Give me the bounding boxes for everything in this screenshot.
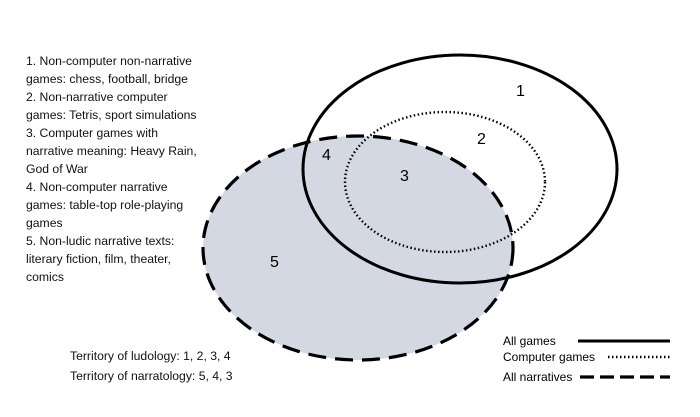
all-games-ellipse	[301, 53, 619, 285]
region-1-label: 1	[516, 83, 525, 100]
region-4-label: 4	[322, 147, 331, 164]
legend-computer-games-label: Computer games	[503, 350, 595, 364]
region-3-label: 3	[400, 168, 409, 185]
all-narratives-ellipse	[201, 134, 515, 362]
region-5-label: 5	[270, 254, 279, 271]
category-2: 2. Non-narrative computer games: Tetris,…	[26, 90, 197, 122]
category-3: 3. Computer games with narrative meaning…	[26, 126, 197, 176]
category-5: 5. Non-ludic narrative texts: literary f…	[26, 234, 175, 284]
category-list: 1. Non-computer non-narrative games: che…	[26, 52, 206, 286]
region-2-label: 2	[477, 131, 486, 148]
category-4: 4. Non-computer narrative games: table-t…	[26, 180, 184, 230]
territory-narratology: Territory of narratology: 5, 4, 3	[70, 369, 233, 383]
computer-games-ellipse	[343, 110, 547, 254]
territory-ludology: Territory of ludology: 1, 2, 3, 4	[70, 349, 231, 363]
legend: All games Computer games All narratives	[503, 334, 670, 384]
legend-all-narratives-label: All narratives	[503, 370, 572, 384]
category-1: 1. Non-computer non-narrative games: che…	[26, 54, 192, 86]
legend-all-games-label: All games	[503, 334, 556, 348]
